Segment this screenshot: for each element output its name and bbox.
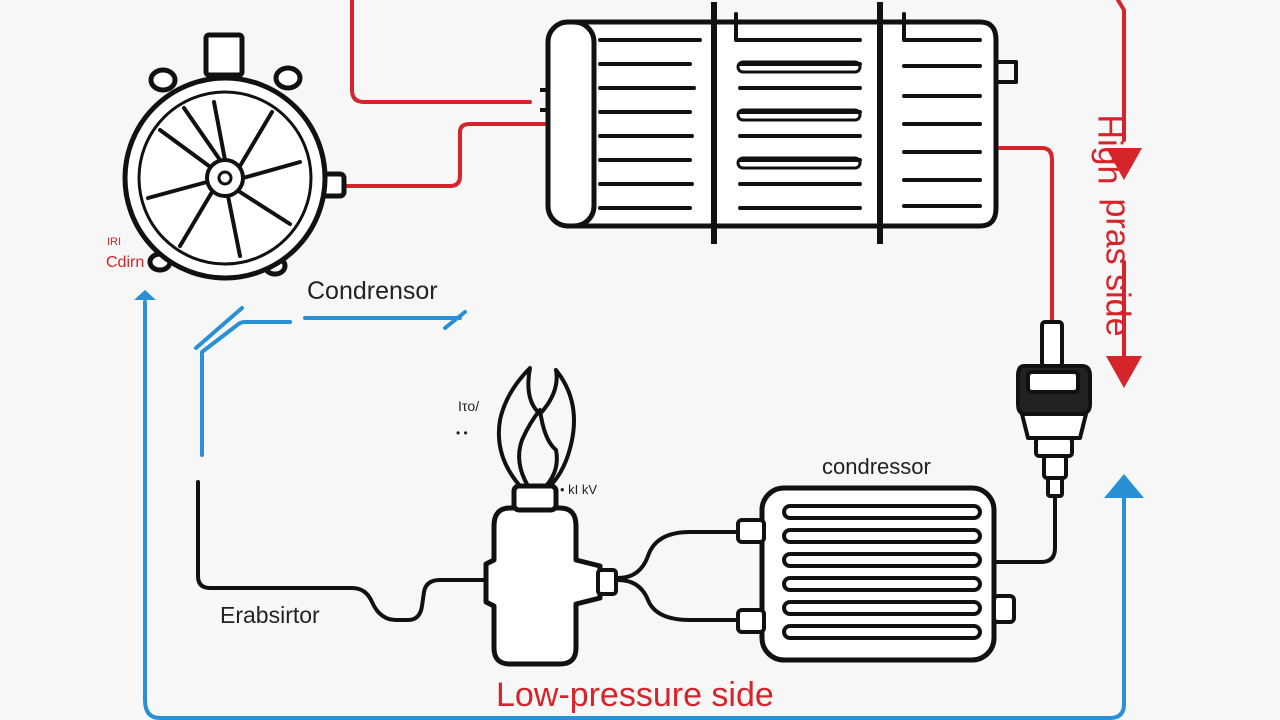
red-line-right-top — [1116, 0, 1126, 142]
red-line-top-left — [350, 0, 532, 104]
blue-line-left-tick — [194, 306, 244, 350]
expansion-valve-icon — [483, 483, 618, 667]
high-pressure-lines — [338, 0, 1126, 364]
blue-line-tick — [443, 310, 467, 330]
scribble-b: • • — [456, 426, 468, 440]
fan-icon — [122, 32, 347, 281]
arrow-down-icon — [1106, 356, 1142, 388]
red-line-fan-to-exchanger — [338, 122, 547, 188]
valve-icon — [1016, 320, 1092, 498]
high-pressure-label-b: pras side — [1098, 198, 1137, 337]
small-left-label-a: IRI — [107, 236, 122, 248]
flame-icon — [496, 366, 576, 488]
red-line-exchanger-to-valve — [998, 146, 1054, 324]
arrow-down-icon — [1106, 148, 1142, 180]
blue-loop — [143, 300, 1126, 720]
high-pressure-label-a: High — [1090, 114, 1129, 185]
low-pressure-lines — [143, 300, 1126, 720]
arrow-up-icon — [1104, 474, 1144, 498]
scribble-c: • kI kV — [560, 482, 598, 497]
condressor-label: condressor — [822, 454, 931, 479]
small-left-label-b: Cdirn — [106, 254, 145, 271]
line-valve-to-compressor — [996, 496, 1057, 564]
blue-cap — [134, 290, 156, 300]
evaporator-label: Erabsirtor — [220, 602, 320, 628]
lines-to-compressor — [616, 530, 740, 622]
blue-line-left-arrow — [200, 320, 292, 457]
scribble-a: Iτo/ — [458, 398, 480, 414]
heat-exchanger-icon — [540, 2, 1018, 244]
evaporator-line — [196, 480, 488, 622]
condensor-label: Condrensor — [307, 277, 438, 305]
compressor-icon — [736, 485, 1016, 663]
low-pressure-label: Low-pressure side — [496, 676, 774, 714]
